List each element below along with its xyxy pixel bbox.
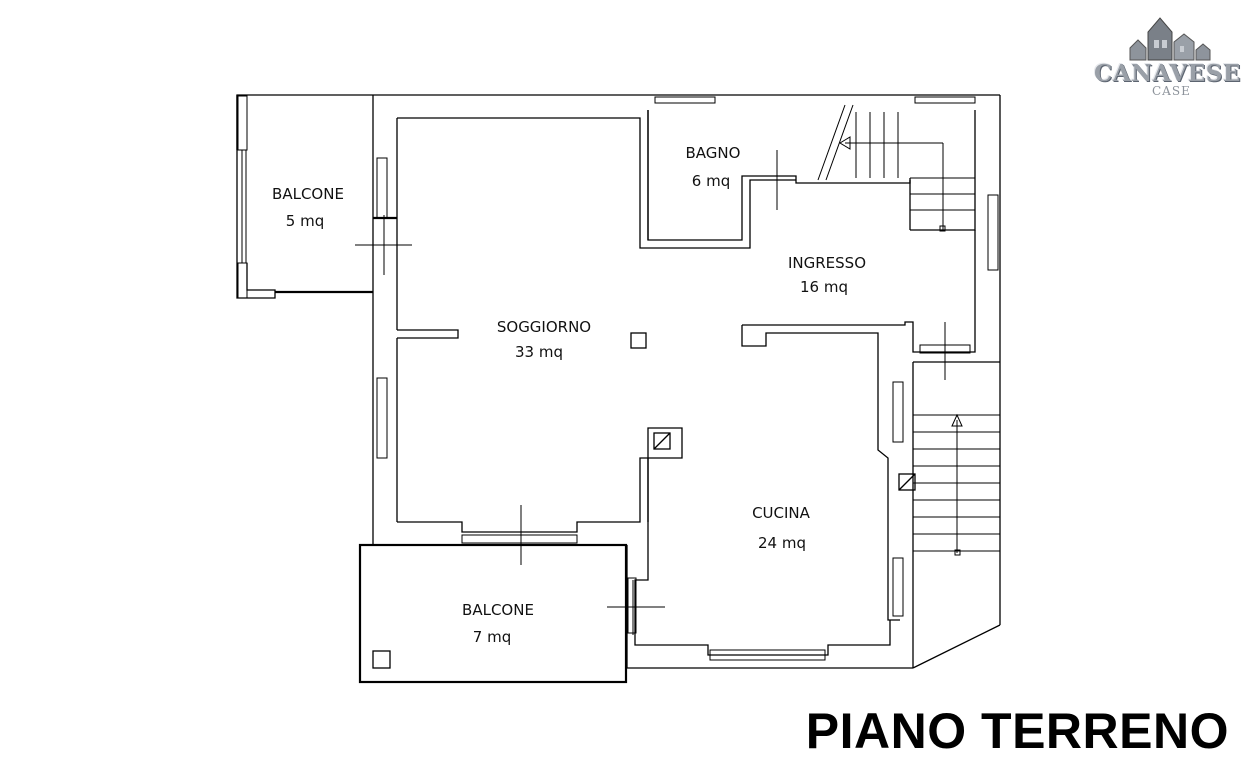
room-area-balcone-left: 5 mq — [286, 212, 324, 230]
logo-name: CANAVESE — [1094, 60, 1241, 87]
room-name-bagno: BAGNO — [686, 144, 741, 162]
room-name-ingresso: INGRESSO — [788, 254, 866, 272]
room-name-soggiorno: SOGGIORNO — [497, 318, 591, 336]
room-area-balcone-bottom: 7 mq — [473, 628, 511, 646]
room-name-balcone-left: BALCONE — [272, 185, 344, 203]
houses-logo-icon — [1129, 17, 1211, 61]
room-area-ingresso: 16 mq — [800, 278, 848, 296]
outer-walls — [372, 94, 1001, 669]
room-area-cucina: 24 mq — [758, 534, 806, 552]
company-logo: CANAVESE CASE — [1090, 10, 1245, 100]
inner-walls — [396, 110, 976, 656]
windows — [376, 96, 999, 661]
stairs-lower — [913, 413, 1000, 556]
door-markers — [355, 150, 946, 635]
stairs-upper — [817, 104, 975, 232]
floor-title: PIANO TERRENO — [805, 703, 1229, 759]
logo-subtitle: CASE — [1152, 84, 1191, 98]
balcone-bottom — [358, 543, 628, 684]
room-name-cucina: CUCINA — [752, 504, 811, 522]
room-area-bagno: 6 mq — [692, 172, 730, 190]
balcone-left — [236, 94, 397, 299]
room-labels: BALCONE 5 mq BAGNO 6 mq INGRESSO 16 mq S… — [272, 144, 866, 646]
room-name-balcone-bottom: BALCONE — [462, 601, 534, 619]
room-area-soggiorno: 33 mq — [515, 343, 563, 361]
